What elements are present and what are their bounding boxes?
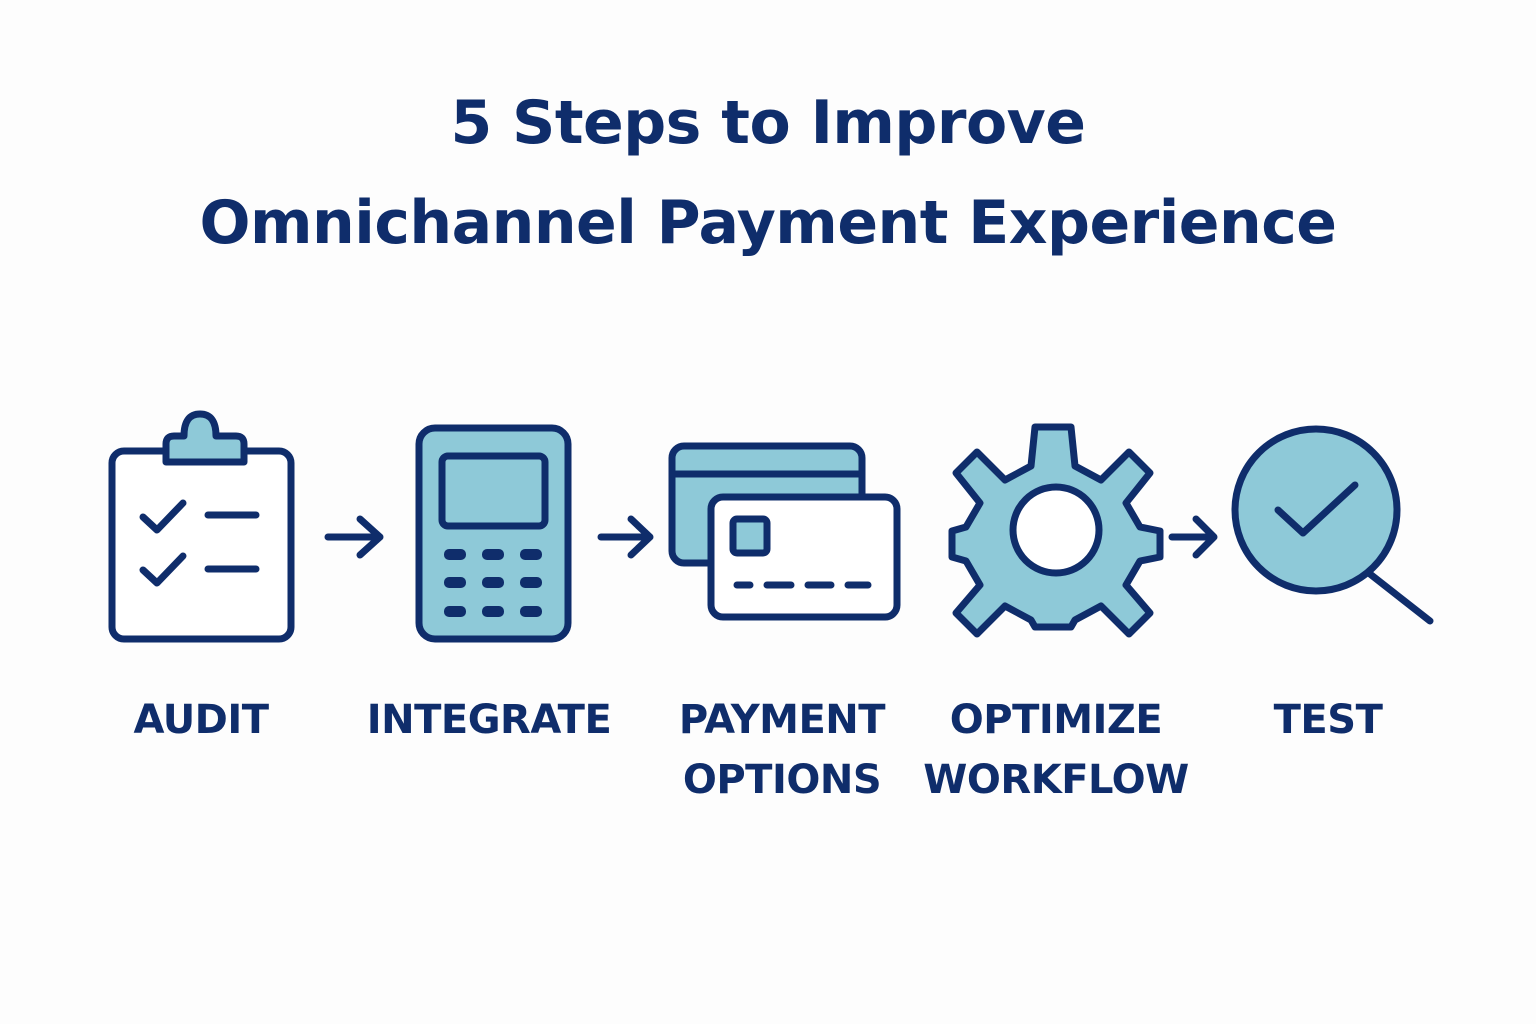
title-line-1: 5 Steps to Improve [450,88,1086,158]
magnifier-check-icon [1231,425,1434,625]
clipboard-checklist-icon [108,410,295,643]
step-label-options: OPTIONS [682,757,882,803]
title-line-2: Omnichannel Payment Experience [199,188,1337,258]
payment-terminal-icon [415,424,572,643]
step-label-integrate: INTEGRATE [366,697,612,743]
arrow-right-icon [324,515,384,559]
step-label-payment: PAYMENT [678,697,886,743]
arrow-right-icon [597,515,654,559]
step-label-audit: AUDIT [133,697,269,743]
arrow-right-icon [1168,515,1218,559]
gear-icon [948,423,1164,638]
step-label-optimize: OPTIMIZE [949,697,1163,743]
payment-cards-icon [668,442,901,621]
step-label-workflow: WORKFLOW [923,757,1189,803]
step-label-test: TEST [1273,697,1383,743]
